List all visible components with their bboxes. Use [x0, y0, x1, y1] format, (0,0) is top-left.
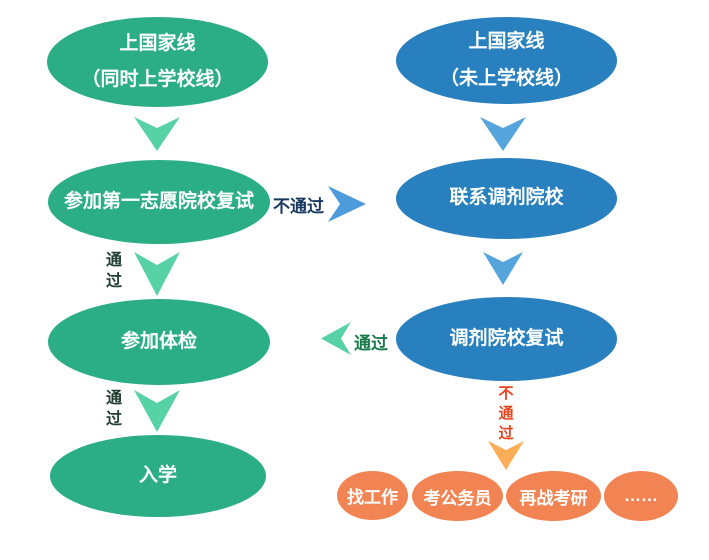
node-physical-exam: 参加体检: [48, 299, 270, 385]
edge-label-fail-vertical: 不通过: [498, 385, 514, 442]
arrow-down-icon: [480, 117, 526, 151]
arrow-down-icon: [134, 252, 180, 296]
edge-label-pass-horizontal: 通过: [354, 334, 388, 353]
arrow-left-icon: [321, 322, 351, 355]
node-label: 联系调剂院校: [449, 187, 564, 209]
node-line1: 上国家线: [468, 31, 545, 53]
node-enrollment: 入学: [50, 435, 266, 517]
outcome-ellipsis: ……: [604, 471, 678, 521]
outcome-label: ……: [624, 486, 658, 505]
outcome-find-job: 找工作: [337, 471, 408, 520]
arrow-right-icon: [328, 186, 366, 222]
node-label: 参加体检: [120, 330, 197, 352]
edge-label-pass-2: 通过: [105, 390, 122, 428]
node-line1: 上国家线: [119, 32, 196, 54]
outcome-label: 再战考研: [519, 488, 588, 508]
outcome-civil-servant-exam: 考公务员: [412, 471, 503, 521]
outcome-label: 考公务员: [423, 488, 492, 508]
node-national-line-and-school-line: 上国家线 （同时上学校线）: [47, 17, 268, 107]
node-label: 参加第一志愿院校复试: [63, 190, 254, 212]
arrow-down-icon: [134, 390, 180, 432]
node-label: 调剂院校复试: [449, 327, 564, 349]
node-contact-adjustment-school: 联系调剂院校: [396, 158, 617, 239]
arrow-down-icon: [488, 441, 524, 470]
outcome-retry-exam: 再战考研: [506, 471, 601, 521]
node-adjustment-school-retest: 调剂院校复试: [396, 297, 617, 381]
arrow-down-icon: [134, 117, 180, 151]
node-line2: （同时上学校线）: [81, 69, 234, 90]
node-line2: （未上学校线）: [439, 67, 573, 89]
edge-label-fail-horizontal: 不通过: [273, 197, 324, 216]
node-label: 入学: [138, 464, 177, 486]
outcome-label: 找工作: [347, 488, 398, 507]
node-first-choice-retest: 参加第一志愿院校复试: [48, 160, 270, 244]
arrow-down-icon: [483, 252, 523, 285]
edge-label-pass-1: 通过: [105, 252, 122, 290]
node-national-line-no-school-line: 上国家线 （未上学校线）: [396, 17, 617, 104]
